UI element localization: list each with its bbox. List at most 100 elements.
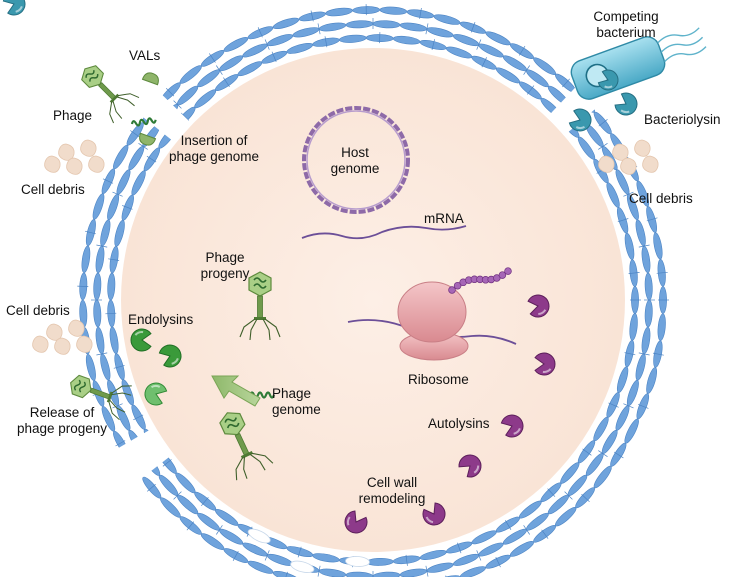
cell-wall-crosslink <box>138 143 148 150</box>
cell-wall-crosslink <box>623 191 634 197</box>
cell-wall-segment <box>426 562 454 573</box>
phage-genome-label: Phage genome <box>272 386 321 417</box>
arrow-icon <box>211 375 261 407</box>
phage-progeny-icon <box>239 271 281 341</box>
cell-wall-segment <box>116 169 131 195</box>
cell-wall-crosslink <box>285 571 288 577</box>
cell-wall-crosslink <box>656 271 668 274</box>
cell-wall-segment <box>379 6 408 15</box>
cell-wall-segment <box>312 553 340 563</box>
cell-wall-segment <box>247 560 274 574</box>
cell-wall-segment <box>606 182 620 208</box>
cell-wall-crosslink <box>112 403 123 409</box>
cell-wall-segment <box>392 35 421 45</box>
cell-debris-icon <box>32 319 93 355</box>
cell-wall-segment <box>485 31 511 46</box>
ribosome-icon <box>347 267 517 361</box>
cell-wall-segment <box>113 144 129 170</box>
cell-wall-crosslink <box>638 404 649 409</box>
cell-wall-crosslink <box>105 312 117 315</box>
cell-wall-remodeling-hole <box>345 556 370 567</box>
cell-wall-crosslink <box>223 77 230 87</box>
cell-wall-segment <box>318 22 347 32</box>
cell-wall-crosslink <box>638 352 650 356</box>
cytoplasm <box>121 48 625 552</box>
cell-wall-crosslink <box>598 119 608 127</box>
cell-wall-crosslink <box>146 484 156 492</box>
cell-wall-segment <box>644 272 653 301</box>
cell-wall-segment <box>452 34 480 47</box>
bacteriolysin-icon <box>614 92 638 116</box>
cell-wall-segment <box>641 326 651 355</box>
cell-wall-segment <box>107 379 120 407</box>
cell-wall-crosslink <box>162 459 172 467</box>
val-icon <box>141 72 159 86</box>
cell-wall-segment <box>242 43 268 58</box>
peptide-bead <box>453 281 462 290</box>
cell-wall-segment <box>624 418 639 444</box>
cell-wall-segment <box>641 245 651 274</box>
phage-progeny-icon <box>219 412 274 481</box>
cell-wall-segment <box>85 353 96 381</box>
cell-wall-segment <box>419 550 447 560</box>
cell-wall-segment <box>93 299 102 328</box>
cell-wall-segment <box>107 193 120 221</box>
cell-wall-segment <box>345 571 374 577</box>
cell-wall-crosslink <box>257 27 263 38</box>
cell-wall-segment <box>92 193 105 220</box>
cell-wall-segment <box>109 326 119 354</box>
val-icon <box>139 132 157 146</box>
diagram-content <box>2 0 707 534</box>
ribosome-label: Ribosome <box>408 372 469 387</box>
cell-wall-crosslink <box>115 440 126 447</box>
cell-wall-remodeling-hole <box>290 560 315 573</box>
mrna-icon <box>301 225 467 240</box>
cell-wall-crosslink <box>405 554 408 566</box>
cell-wall-segment <box>107 272 116 301</box>
cell-wall-crosslink <box>431 39 435 50</box>
cell-wall-crosslink <box>481 57 487 68</box>
insertion-label: Insertion of phage genome <box>168 133 260 164</box>
bacteriolysin-icon <box>568 108 592 132</box>
cell-debris-label-left-bottom: Cell debris <box>6 303 70 318</box>
cell-wall-segment <box>365 557 394 566</box>
cell-wall-segment <box>325 7 353 17</box>
cell-wall-crosslink <box>310 10 314 22</box>
cell-wall-crosslink <box>646 217 658 222</box>
cell-wall-segment <box>93 272 102 301</box>
cell-wall-crosslink <box>547 488 556 497</box>
cell-wall-crosslink <box>527 85 535 95</box>
cell-wall-segment <box>452 553 480 566</box>
cell-wall-crosslink <box>264 39 270 50</box>
cell-wall-segment <box>131 170 146 196</box>
autolysin-icon <box>458 454 482 478</box>
cell-wall-segment <box>426 27 454 38</box>
cell-wall-segment <box>615 405 630 431</box>
peptide-bead <box>448 286 456 294</box>
cell-wall-segment <box>95 326 105 355</box>
cell-wall-segment <box>100 219 111 247</box>
cell-debris-icon <box>598 139 659 175</box>
phage-release-icon <box>70 374 132 421</box>
cell-wall-segment <box>616 366 629 393</box>
autolysin-icon <box>344 510 368 534</box>
cell-wall-crosslink <box>77 285 89 287</box>
peptide-bead <box>498 271 507 279</box>
cell-wall-crosslink <box>165 88 175 97</box>
bacteriolysin-icon <box>597 69 619 91</box>
cell-wall-crosslink <box>470 21 476 33</box>
cell-wall-crosslink <box>652 352 664 356</box>
cell-wall-crosslink <box>324 36 328 48</box>
cell-wall-crosslink <box>495 557 501 568</box>
cell-wall-crosslink <box>476 39 482 50</box>
cell-wall-crosslink <box>108 258 120 261</box>
cell-wall-segment <box>219 528 244 545</box>
cell-wall-crosslink <box>85 230 96 235</box>
cell-wall-segment <box>128 146 145 171</box>
cell-wall-crosslink <box>271 51 277 63</box>
cell-wall-segment <box>624 232 635 260</box>
phage-genome-insertion-icon <box>130 117 157 127</box>
cell-wall-segment <box>635 353 646 381</box>
cell-wall-segment <box>646 367 657 394</box>
